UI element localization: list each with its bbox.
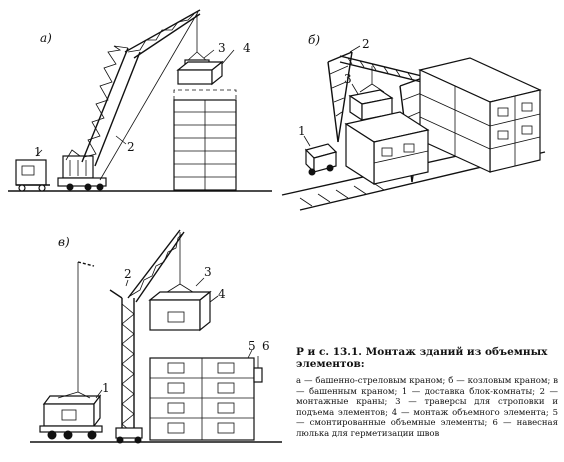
panel-v-callout-1: 1 [102,381,110,395]
panel-b-building [344,57,542,186]
panel-a-callout-1: 1 [34,145,42,159]
panel-v-callout-6: 6 [262,339,270,353]
figure-caption: Р и с. 13.1. Монтаж зданий из объемных э… [296,346,558,439]
panel-v-building [149,356,263,441]
panel-a-crane-base [57,149,107,191]
panel-v-label: в) [58,235,70,249]
panel-b-bridge-beam [339,55,431,85]
panel-v-tower-jib [109,229,185,303]
panel-a-truck [15,159,50,192]
panel-a-label: а) [40,31,52,45]
panel-a-crane-mast [81,45,141,167]
panel-a-callout-3: 3 [218,41,226,55]
panel-a: а) [8,9,272,192]
panel-a-lifted-module [176,60,224,86]
panel-v-callout-3: 3 [204,265,212,279]
panel-a-building [173,89,237,191]
panel-v-callout-5: 5 [248,339,256,353]
caption-body: а — башенно-стреловым краном; б — козлов… [296,376,558,439]
panel-a-crane-boom [99,9,201,181]
panel-b-truck [304,143,338,176]
panel-b-callout-3: 3 [344,72,352,86]
panel-a-callouts: 1 2 3 4 [34,41,251,159]
panel-b-gantry-back [327,51,353,143]
panel-b-callouts: 2 3 1 [298,37,370,147]
panel-v-hoist-module [148,232,212,332]
panel-b: б) [281,33,546,211]
panel-v-tower-mast [115,298,143,444]
panel-v-callout-2: 2 [124,267,132,281]
panel-a-callout-2: 2 [127,140,135,154]
panel-b-callout-2: 2 [362,37,370,51]
panel-v-callout-4: 4 [218,287,226,301]
panel-v-delivered-module [39,391,103,440]
panel-a-callout-4: 4 [243,41,251,55]
panel-v: в) [30,229,282,444]
panel-v-far-crane-rope [77,261,95,392]
caption-title: Р и с. 13.1. Монтаж зданий из объемных э… [296,346,548,370]
panel-b-hoisted-module [348,66,394,122]
panel-b-callout-1: 1 [298,124,306,138]
panel-b-label: б) [308,33,320,47]
panel-v-callouts: 1 2 3 4 5 6 [95,265,270,399]
